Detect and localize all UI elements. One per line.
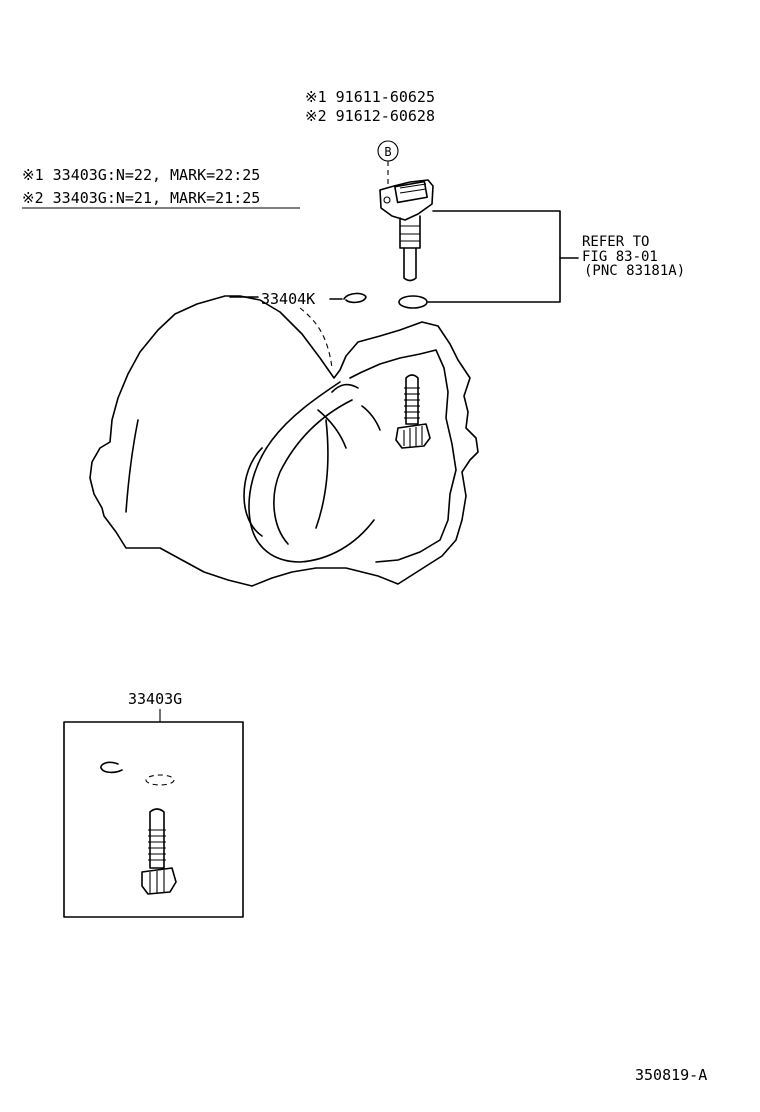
refer-line-1: REFER TO (582, 234, 649, 250)
note-2: ※2 33403G:N=21, MARK=21:25 (22, 189, 260, 207)
bolt-part-number-1: ※1 91611-60625 (305, 88, 435, 106)
callout-b-letter: B (384, 145, 391, 159)
clip-part-number: 33404K (261, 290, 315, 308)
transaxle-housing (89, 295, 479, 587)
note-1: ※1 33403G:N=22, MARK=22:25 (22, 166, 260, 184)
kit-part-number: 33403G (128, 690, 182, 708)
o-ring (398, 295, 428, 309)
clip-ring (343, 292, 367, 304)
kit-o-ring (145, 774, 175, 786)
speed-sensor (379, 179, 434, 282)
figure-id: 350819-A (635, 1066, 707, 1084)
refer-line-2: FIG 83-01 (582, 249, 658, 265)
kit-box (63, 721, 244, 918)
driven-gear-shaft (395, 374, 431, 449)
kit-clip (100, 761, 123, 774)
refer-line-3: (PNC 83181A) (584, 263, 685, 279)
kit-gear-shaft (141, 808, 177, 895)
refer-bracket (427, 210, 561, 303)
bolt-part-number-2: ※2 91612-60628 (305, 107, 435, 125)
